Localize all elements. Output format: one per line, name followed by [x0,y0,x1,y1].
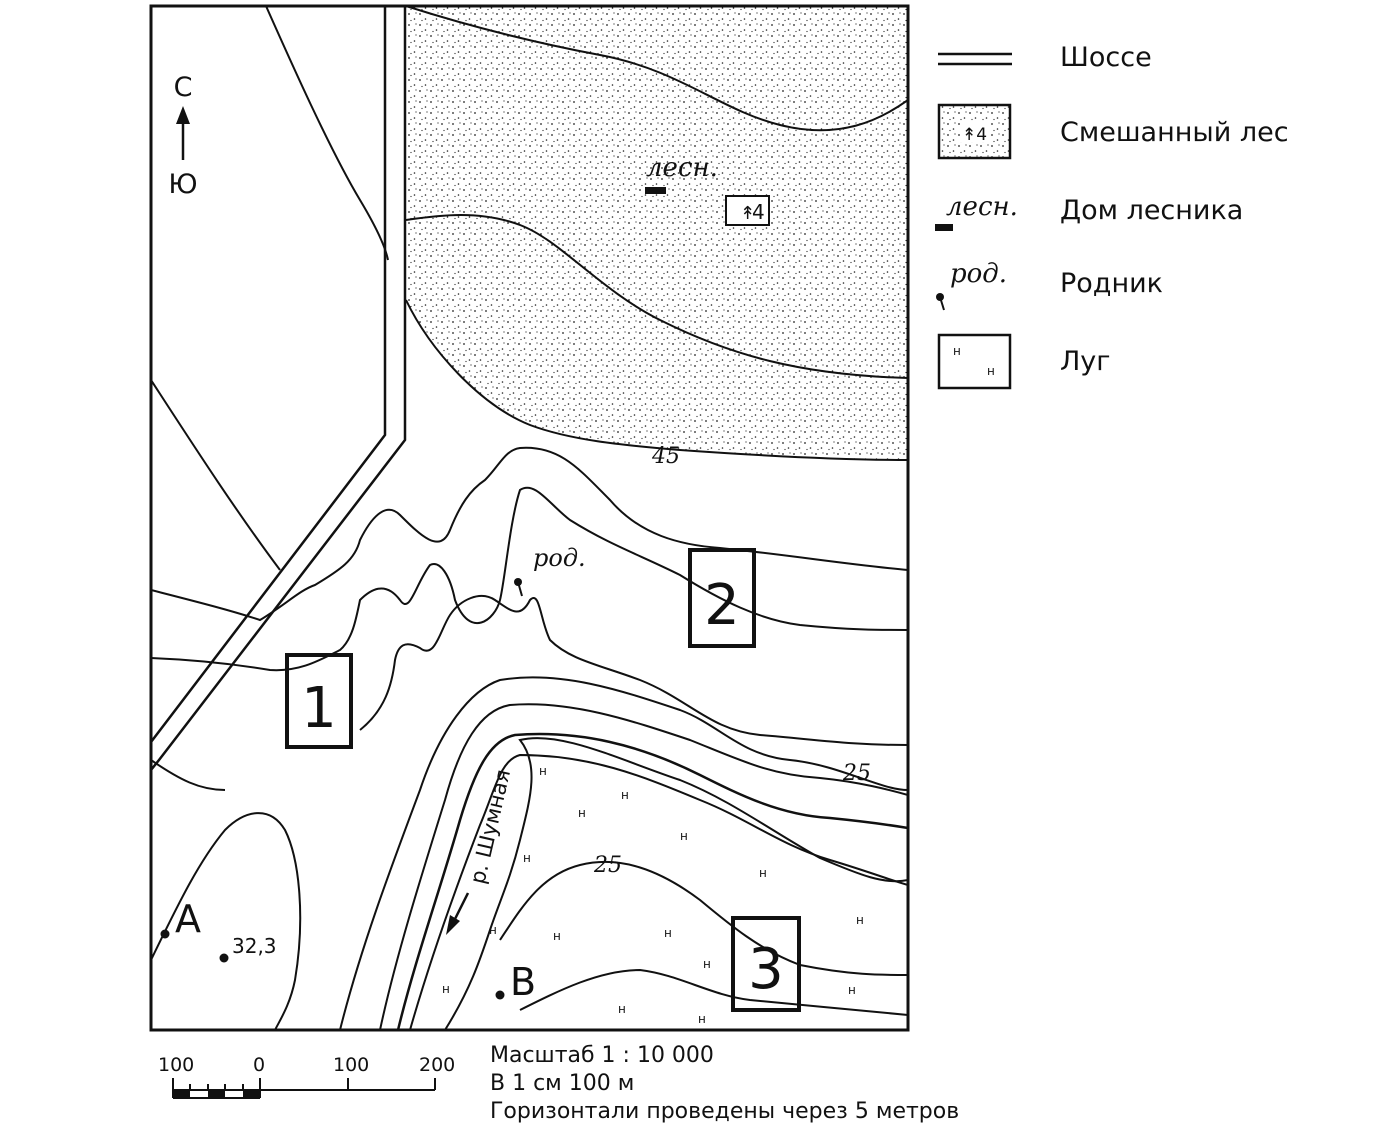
contour-label-25: 25 [593,853,622,878]
river-flow-arrow-head-icon [446,915,460,935]
svg-text:н: н [703,957,711,971]
box-1 [285,653,353,749]
forest-area [406,6,908,460]
box-2-label: 2 [704,573,740,638]
highway [150,6,407,771]
map-frame [149,4,910,1032]
legend-forester-label: Дом лесника [1060,195,1244,226]
contour-line [151,486,908,672]
svg-text:н: н [698,1012,706,1026]
legend-forest-tree-icon: ↟4 [962,125,987,145]
forest-tree-number: 4 [752,200,765,224]
contour-label-45: 45 [651,444,680,469]
hill-contour [151,812,302,1030]
svg-text:н: н [539,764,547,778]
compass-south-label: Ю [168,169,197,200]
forest-sign-icon [725,195,770,226]
point-a-label: A [175,897,201,941]
legend-forest-label: Смешанный лес [1060,117,1289,148]
box-2 [688,548,756,648]
contour-line [409,753,908,1030]
legend-highway-label: Шоссе [1060,42,1152,73]
legend-spring-label: Родник [1060,268,1163,299]
legend-meadow-symbol [937,333,1012,390]
contour-line [339,676,908,1030]
contour-line [151,446,908,622]
svg-text:н: н [848,983,856,997]
contour-line [359,595,908,746]
svg-text:н: н [553,929,561,943]
scale-tick-label: 200 [419,1054,456,1076]
box-3 [731,916,801,1012]
contour-line [519,968,908,1016]
meadow-marks: н н н н н н н н н н н н н н н [442,764,864,1026]
highway [150,6,387,743]
svg-text:н: н [621,788,629,802]
scale-text: Масштаб 1 : 10 000 [490,1043,714,1068]
svg-text:н: н [987,364,995,378]
point-b-label: B [510,960,536,1004]
forest-contour [405,214,908,379]
contour-line [379,703,908,1030]
contour-line [151,379,281,571]
box-1-label: 1 [301,676,337,741]
svg-text:н: н [664,926,672,940]
contour-line [444,737,908,1030]
legend-meadow-label: Луг [1060,346,1111,377]
forester-house-icon [645,187,666,194]
svg-text:н: н [618,1002,626,1016]
spring-label: род. [533,544,586,572]
contour-line [265,6,389,261]
hill-contour [151,759,226,791]
svg-text:н: н [759,866,767,880]
cm-scale-text: В 1 см 100 м [490,1071,635,1096]
compass-north-label: С [174,72,193,103]
river-line [396,732,908,1030]
box-3-label: 3 [748,937,784,1002]
forester-label: лесн. [646,153,718,183]
elevation-marker [219,953,229,963]
forest-tree-icon: ↟ [740,203,755,224]
svg-text:н: н [578,806,586,820]
legend-forester-icon [935,224,953,231]
elevation-label: 32,3 [232,934,277,958]
svg-text:н: н [856,913,864,927]
contour-line-45 [405,299,908,461]
svg-text:н: н [523,851,531,865]
svg-text:н: н [442,982,450,996]
legend-forester-abbr: лесн. [946,192,1018,222]
compass-arrow-head-icon [176,106,190,124]
svg-text:н: н [489,923,497,937]
point-a-marker [160,929,170,939]
contour-label-25: 25 [842,761,871,786]
scale-tick-label: 100 [158,1054,195,1076]
svg-text:н: н [680,829,688,843]
legend-spring-abbr: род. [950,259,1007,289]
scale-tick-label: 100 [333,1054,370,1076]
contour-interval-text: Горизонтали проведены через 5 метров [490,1099,960,1124]
scale-tick-label: 0 [253,1054,266,1076]
svg-text:н: н [953,344,961,358]
forest-contour [405,6,908,132]
point-b-marker [495,990,505,1000]
contour-line-25 [499,861,908,976]
